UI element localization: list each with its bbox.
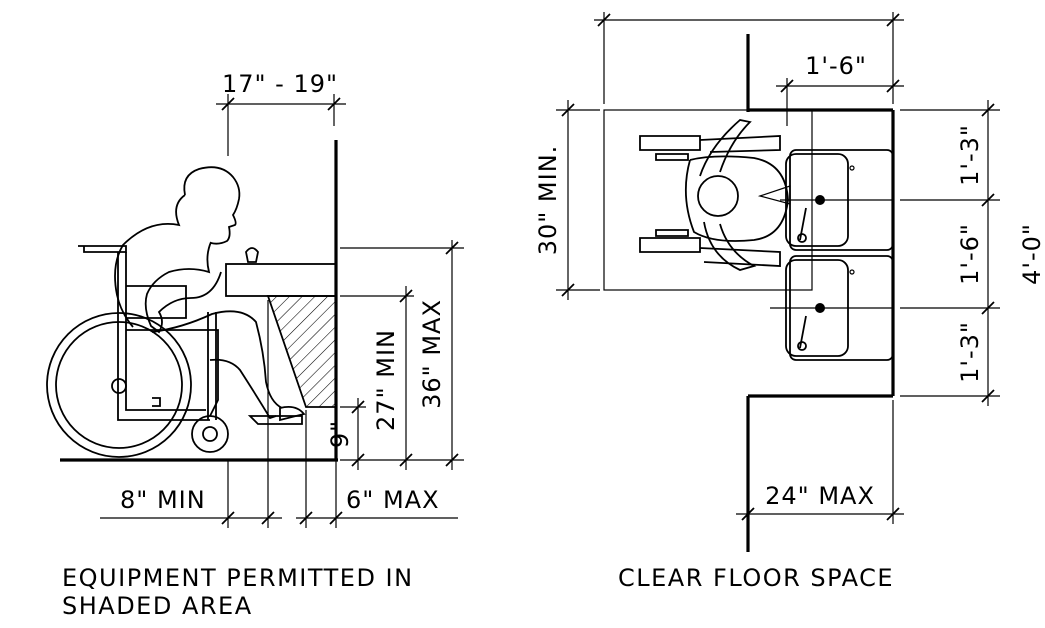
dim-right-stack: 1'-3" 1'-6" 1'-3" 4'-0" — [900, 100, 1045, 406]
dim-30-min: 30" MIN. — [534, 100, 600, 300]
caption-clear-floor: CLEAR FLOOR SPACE — [618, 564, 894, 592]
person-foot — [279, 405, 306, 422]
dim-17-19-label: 17" - 19" — [222, 70, 338, 98]
dim-1-6-top: 1'-6" — [776, 52, 904, 126]
rear-wheel — [46, 312, 192, 458]
seat-frame — [126, 329, 219, 417]
plan-handle-top — [639, 135, 701, 151]
armrest — [126, 285, 187, 319]
shaded-area — [268, 296, 336, 407]
caption-equipment-line2: SHADED AREA — [62, 592, 253, 620]
dim-1-3-top-label: 1'-3" — [956, 124, 984, 186]
caster-wheel — [191, 415, 229, 453]
plan-lap — [684, 155, 789, 242]
frame-joint — [152, 397, 161, 407]
caster-hub — [202, 426, 218, 442]
fountain-upper — [780, 149, 894, 251]
drinking-fountain — [225, 247, 337, 408]
dim-24-label: 24" MAX — [765, 482, 875, 510]
push-handle — [78, 245, 127, 253]
dim-17-19: 17" - 19" — [216, 70, 346, 156]
plan-arm-top — [699, 119, 752, 177]
plan-head — [697, 175, 739, 217]
dim-6-label: 6" MAX — [346, 486, 440, 514]
dim-bottom: 8" MIN 6" MAX — [100, 300, 458, 528]
person-shin — [209, 358, 277, 420]
elevation-detail: 17" - 19" 36" MAX 27" MIN 9" — [46, 70, 464, 620]
seated-person — [114, 166, 306, 425]
chair-frame-back-inner — [125, 252, 206, 411]
plan-handle-bottom — [639, 237, 701, 253]
dim-1-6-mid-label: 1'-6" — [956, 223, 984, 285]
dim-24-max: 24" MAX — [736, 400, 904, 524]
dim-1-6-top-label: 1'-6" — [805, 52, 867, 80]
rear-wheel-rim — [55, 321, 183, 449]
dim-30-label: 30" MIN. — [534, 145, 562, 256]
dim-27-label: 27" MIN — [372, 329, 400, 431]
dim-8-label: 8" MIN — [120, 486, 206, 514]
fountain-lower — [770, 255, 894, 361]
person-back — [114, 194, 186, 328]
dim-36-label: 36" MAX — [418, 299, 446, 409]
dim-plan-top — [594, 12, 904, 104]
wheelchair-user-plan — [639, 119, 791, 271]
chair-frame-back — [117, 252, 210, 421]
plan-arm-bottom — [703, 221, 757, 271]
person-thigh — [151, 310, 283, 409]
person-head — [183, 166, 241, 245]
dim-27-min: 27" MIN — [340, 286, 414, 470]
plan-wheel-bottom — [699, 247, 781, 267]
dim-9-label: 9" — [326, 420, 354, 448]
dim-1-3-bot-label: 1'-3" — [956, 321, 984, 383]
dim-36-max: 36" MAX — [340, 240, 464, 470]
caption-equipment-line1: EQUIPMENT PERMITTED IN — [62, 564, 414, 592]
fountain-bowl — [225, 263, 337, 297]
plan-wheel-top — [699, 135, 781, 153]
person-arm — [144, 241, 222, 334]
dim-4-0-label: 4'-0" — [1018, 223, 1045, 285]
fountain-bubbler — [245, 247, 259, 263]
footrest — [247, 415, 303, 425]
front-post — [207, 312, 217, 420]
wheel-hub — [111, 378, 127, 394]
wheelchair — [46, 245, 229, 458]
plan-detail: 1'-6" 30" MIN. 1'-3" 1'-6" 1'-3" 4'-0" — [534, 12, 1045, 592]
